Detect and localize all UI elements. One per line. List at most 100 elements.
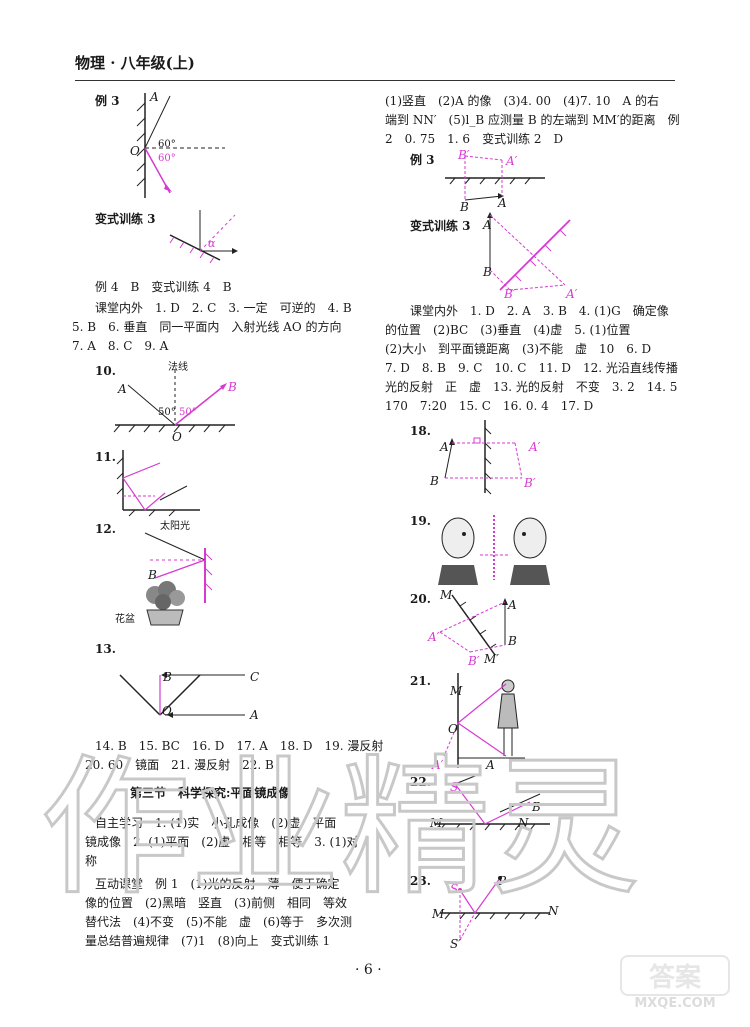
right-kt-line4: 7. D 8. B 9. C 10. C 11. D 12. 光沿直线传播 <box>385 361 678 375</box>
page-header: 物理 · 八年级(上) <box>75 54 195 72</box>
q23-number: 23. <box>410 874 431 888</box>
label-a: A <box>498 196 507 210</box>
label-b: B <box>483 265 492 279</box>
right-kt-line6: 170 7:20 15. C 16. 0. 4 17. D <box>385 399 594 413</box>
right-line3: 2 0. 75 1. 6 变式训练 2 D <box>385 132 564 146</box>
q21-figure <box>443 673 525 768</box>
label-a: A <box>440 440 449 454</box>
pot-label: 花盆 <box>115 614 135 625</box>
left-kt-line2: 5. B 6. 垂直 同一平面内 入射光线 AO 的方向 <box>72 320 342 334</box>
label-n: N <box>518 816 529 830</box>
label-ap: A′ <box>506 154 518 168</box>
left-zz-line2: 镜成像 2. (1)平面 (2)虚 相等 相等 3. (1)对 <box>85 835 359 849</box>
left-ans-line1: 14. B 15. BC 16. D 17. A 18. D 19. 漫反射 <box>95 739 384 753</box>
right-var3-label: 变式训练 3 <box>410 219 471 233</box>
page-number: · 6 · <box>355 962 382 978</box>
normal-label: 法线 <box>168 362 188 373</box>
label-bp: B′ <box>524 476 536 490</box>
left-ex3-figure <box>136 93 225 198</box>
label-m: M <box>430 816 443 830</box>
label-b: B <box>228 380 237 394</box>
svg-text:作业精灵: 作业精灵 <box>40 742 640 916</box>
left-hd-line4: 量总结普遍规律 (7)1 (8)向上 变式训练 1 <box>85 934 331 948</box>
label-b: B <box>508 634 517 648</box>
left-hd-line2: 像的位置 (2)黑暗 竖直 (3)前侧 相同 等效 <box>85 896 347 910</box>
label-o: O <box>162 704 172 718</box>
label-a: A <box>250 708 259 722</box>
label-c: C <box>250 670 260 684</box>
q22-figure <box>435 773 550 831</box>
q19-number: 19. <box>410 514 431 528</box>
label-m: M <box>440 588 453 602</box>
q18-figure <box>444 420 523 495</box>
angle-label: 50° <box>158 407 176 418</box>
angle-label: 60° <box>158 139 176 150</box>
q12-figure <box>144 532 213 603</box>
q10-number: 10. <box>95 364 116 378</box>
label-ap: A′ <box>566 287 578 301</box>
label-ap: A′ <box>529 440 541 454</box>
label-o: O <box>448 722 458 736</box>
label-b: B <box>148 568 157 582</box>
q23-figure <box>440 876 550 941</box>
left-ex3-label: 例 3 <box>95 94 120 108</box>
q20-number: 20. <box>410 592 431 606</box>
label-mp: M′ <box>484 652 500 666</box>
left-kt-line3: 7. A 8. C 9. A <box>72 339 169 353</box>
left-hd-line3: 替代法 (4)不变 (5)不能 虚 (6)等于 多次测 <box>85 915 352 929</box>
left-ex4-line: 例 4 B 变式训练 4 B <box>95 280 232 294</box>
label-s: S <box>450 780 459 794</box>
q13-number: 13. <box>95 642 116 656</box>
label-o: O <box>172 430 182 444</box>
label-b: B <box>460 200 469 214</box>
label-m: M <box>432 907 445 921</box>
right-kt-line1: 课堂内外 1. D 2. A 3. B 4. (1)G 确定像 <box>410 304 669 318</box>
label-a: A <box>483 218 492 232</box>
label-bp: B′ <box>504 287 516 301</box>
left-ans-line2: 20. 60 镜面 21. 漫反射 22. B <box>85 758 274 772</box>
right-ex3-figure <box>445 155 545 201</box>
person-icon <box>497 679 519 756</box>
q18-number: 18. <box>410 424 431 438</box>
label-a: A <box>118 382 127 396</box>
right-kt-line5: 光的反射 正 虚 13. 光的反射 不变 3. 2 14. 5 <box>385 380 678 394</box>
label-b: B <box>532 800 541 814</box>
q22-number: 22. <box>410 775 431 789</box>
label-s: S <box>450 882 459 896</box>
label-m: M <box>450 684 463 698</box>
label-sp: S′ <box>450 937 461 951</box>
right-var3-figure <box>487 212 571 291</box>
label-ap: A′ <box>432 758 444 772</box>
left-zz-line3: 称 <box>85 854 98 868</box>
right-ex3-label: 例 3 <box>410 153 435 167</box>
left-zz-line1: 自主学习 1. (1)实 小孔成像 (2)虚 平面 <box>95 816 337 830</box>
q13-figure <box>119 672 245 718</box>
label-bp: B′ <box>468 654 480 668</box>
right-line2: 端到 NN′ (5)l_B 应测量 B 的左端到 MM′的距离 例 <box>385 113 680 127</box>
face-icon <box>438 517 478 585</box>
q20-figure <box>439 594 508 656</box>
label-p: P <box>498 874 507 888</box>
label-bp: B′ <box>458 148 470 162</box>
flowerpot-icon <box>146 581 185 626</box>
q10-figure <box>113 370 235 433</box>
right-kt-line2: 的位置 (2)BC (3)垂直 (4)虚 5. (1)位置 <box>385 323 631 337</box>
q12-number: 12. <box>95 522 116 536</box>
label-b: B <box>163 670 172 684</box>
header-rule <box>75 80 675 81</box>
sun-label: 太阳光 <box>160 521 190 532</box>
label-ap: A′ <box>428 630 440 644</box>
label-a: A <box>486 758 495 772</box>
q11-figure <box>116 450 200 517</box>
label-a: A <box>150 90 159 104</box>
q21-number: 21. <box>410 674 431 688</box>
left-var3-figure <box>169 210 238 264</box>
left-kt-line1: 课堂内外 1. D 2. C 3. 一定 可逆的 4. B <box>95 301 352 315</box>
angle-label: 50° <box>179 407 197 418</box>
label-b: B <box>430 474 439 488</box>
watermark: 作业精灵 <box>39 741 642 918</box>
q11-number: 11. <box>95 450 116 464</box>
label-n: N <box>548 904 559 918</box>
label-a: A <box>508 598 517 612</box>
right-kt-line3: (2)大小 到平面镜距离 (3)不能 虚 10 6. D <box>385 342 652 356</box>
